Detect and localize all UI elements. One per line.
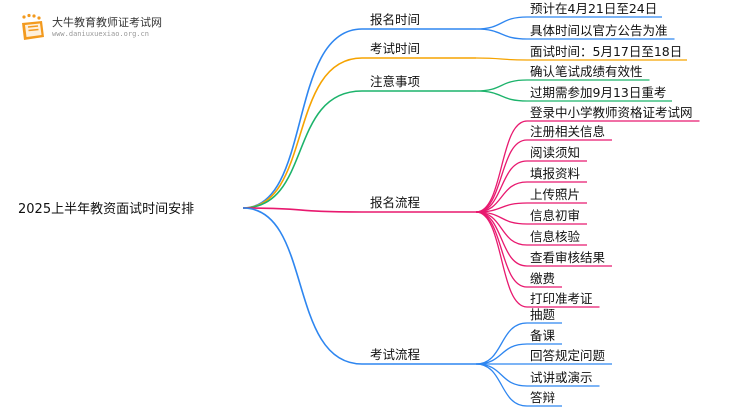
branch-1-leaf[interactable]: 预计在4月21日至24日	[530, 1, 657, 16]
branch-4-leaf[interactable]: 上传照片	[530, 187, 580, 202]
branch-4-leaf[interactable]: 登录中小学教师资格证考试网	[530, 105, 693, 120]
branch-4-leaf[interactable]: 信息核验	[530, 229, 581, 244]
branch-5-leaf[interactable]: 备课	[530, 328, 556, 343]
branch-5-leaf-connector	[475, 363, 528, 407]
branch-2-connector	[242, 57, 363, 209]
mindmap-labels: 2025上半年教资面试时间安排 报名时间 预计在4月21日至24日具体时间以官方公告…	[18, 1, 693, 405]
branch-4-leaf-connector	[475, 160, 528, 213]
branch-5-leaf-connector	[475, 343, 528, 365]
book-icon	[22, 13, 44, 40]
branch-5-leaf[interactable]: 抽题	[530, 307, 556, 322]
branch-2-leaf-connector	[475, 57, 528, 61]
branch-1-label[interactable]: 报名时间	[370, 12, 420, 27]
branch-4-connector	[242, 207, 363, 213]
branch-3-connector	[242, 90, 363, 209]
branch-2-label[interactable]: 考试时间	[370, 41, 420, 56]
branch-3-leaf[interactable]: 确认笔试成绩有效性	[530, 64, 643, 79]
branch-3-label[interactable]: 注意事项	[370, 74, 420, 89]
branch-5-leaf-connector	[475, 363, 528, 387]
branch-4-leaf[interactable]: 缴费	[530, 271, 555, 286]
branch-5-label[interactable]: 考试流程	[370, 347, 421, 362]
branch-4-leaf[interactable]: 填报资料	[530, 166, 581, 181]
branch-1-connector	[242, 28, 363, 209]
logo-name: 大牛教育教师证考试网	[52, 16, 162, 29]
branch-4-leaf[interactable]: 查看审核结果	[530, 250, 606, 265]
branch-5-leaf[interactable]: 答辩	[530, 390, 555, 405]
branch-1-leaf-connector	[475, 28, 528, 40]
branch-4-leaf[interactable]: 打印准考证	[530, 291, 593, 306]
branch-5-leaf[interactable]: 回答规定问题	[530, 348, 606, 363]
branch-5-leaf[interactable]: 试讲或演示	[530, 370, 593, 385]
branch-3-leaf-connector	[475, 90, 528, 102]
branch-4-leaf-connector	[475, 211, 528, 308]
mindmap-links	[242, 16, 700, 407]
branch-4-leaf[interactable]: 阅读须知	[530, 145, 580, 160]
branch-2-leaf[interactable]: 面试时间：5月17日至18日	[530, 44, 682, 59]
logo-url: www.daniuxuexiao.org.cn	[52, 30, 149, 38]
branch-1-leaf-connector	[475, 16, 528, 30]
branch-5-connector	[242, 207, 363, 365]
branch-4-leaf[interactable]: 注册相关信息	[530, 124, 605, 139]
branch-3-leaf[interactable]: 过期需参加9月13日重考	[530, 85, 666, 100]
branch-4-leaf-connector	[475, 120, 528, 213]
branch-4-leaf[interactable]: 信息初审	[530, 208, 580, 223]
branch-3-leaf-connector	[475, 79, 528, 92]
site-logo[interactable]: 大牛教育教师证考试网 www.daniuxuexiao.org.cn	[18, 13, 188, 47]
branch-4-label[interactable]: 报名流程	[370, 195, 421, 210]
branch-5-leaf-connector	[475, 322, 528, 365]
branch-4-leaf-connector	[475, 139, 528, 213]
root-topic[interactable]: 2025上半年教资面试时间安排	[18, 201, 194, 217]
branch-1-leaf[interactable]: 具体时间以官方公告为准	[530, 23, 668, 38]
